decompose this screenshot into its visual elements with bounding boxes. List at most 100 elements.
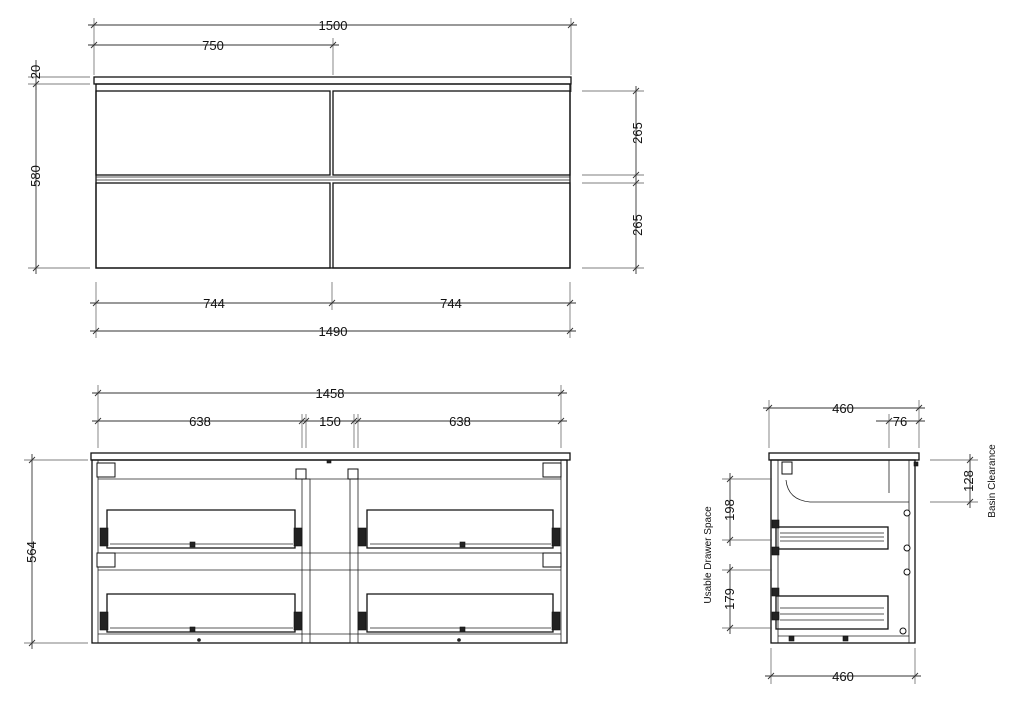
dim-265-lower-label: 265 [630,214,645,236]
interior-countertop [90,452,571,461]
tick [726,475,734,483]
corner-bracket [96,552,116,568]
tick [298,417,306,425]
tick [966,498,974,506]
dim-179-label: 179 [722,588,737,610]
dim-1458-label: 1458 [316,386,345,401]
tick [632,264,640,272]
tick [328,299,336,307]
tick [915,404,923,412]
interior-elevation: 1458 638 150 638 564 [24,385,571,649]
panel-bracket [347,468,359,480]
tick [90,21,98,29]
foot [197,638,201,642]
tick [32,80,40,88]
dim-460-bottom-label: 460 [832,669,854,684]
side-clip [771,546,780,556]
screw [189,626,196,633]
dim-265-upper-label: 265 [630,122,645,144]
tick [92,327,100,335]
tick [726,566,734,574]
tick [632,171,640,179]
tick [329,41,337,49]
tick [28,456,36,464]
tick [354,417,362,425]
drawer-front-top-right [332,90,571,176]
dim-128-label: 128 [961,470,976,492]
usable-drawer-space-label: Usable Drawer Space [703,506,714,604]
runner-clip [357,611,367,631]
corner-bracket [542,462,562,478]
tick [350,417,358,425]
side-drawer-lower [775,595,889,630]
interior-carcass [91,459,568,644]
side-countertop [768,452,920,461]
tick [726,536,734,544]
dim-750-label: 750 [202,38,224,53]
tick [94,417,102,425]
foot [788,635,795,642]
tick [557,417,565,425]
side-clip [771,519,780,529]
runner-clip [293,527,303,547]
dim-564-label: 564 [24,541,39,563]
basin-clearance-label: Basin Clearance [987,444,998,518]
center-clip [326,459,332,464]
front-elevation: 1500 750 20 580 265 265 [28,18,645,339]
side-clip [771,587,780,597]
drawer-front-bottom-right [332,182,571,269]
foot [457,638,461,642]
cam-fitting [899,627,907,635]
side-section: 460 76 128 Basin Clearance Usable Drawer… [703,400,998,684]
drawer-box-lower-right [366,593,554,633]
center-panel-right [349,478,359,644]
countertop [93,76,572,85]
drawer-box-upper-left [106,509,296,549]
cam-fitting [903,544,911,552]
dim-744-left-label: 744 [203,296,225,311]
tick [765,404,773,412]
runner-clip [551,527,561,547]
side-clip [771,611,780,621]
screw [189,541,196,548]
tick [94,389,102,397]
runner-clip [99,527,109,547]
dim-1500-label: 1500 [319,18,348,33]
dim-638-left-label: 638 [189,414,211,429]
tick [966,456,974,464]
tick [90,41,98,49]
tick [767,672,775,680]
cam-fitting [903,568,911,576]
corner-bracket [542,552,562,568]
screw [459,626,466,633]
dim-1490-label: 1490 [319,324,348,339]
dim-198-label: 198 [722,499,737,521]
side-bracket [781,461,793,475]
side-carcass [770,459,916,644]
tick [92,299,100,307]
panel-bracket [295,468,307,480]
dim-744-right-label: 744 [440,296,462,311]
tick [567,21,575,29]
foot [842,635,849,642]
runner-clip [551,611,561,631]
tick [566,299,574,307]
drawer-box-upper-right [366,509,554,549]
dim-76-label: 76 [893,414,907,429]
tick [557,389,565,397]
corner-bracket [96,462,116,478]
tick [885,417,893,425]
tick [28,639,36,647]
tick [911,672,919,680]
center-panel-left [301,478,311,644]
runner-clip [99,611,109,631]
dim-20-label: 20 [28,65,43,79]
tick [566,327,574,335]
tick [302,417,310,425]
dim-580-label: 580 [28,165,43,187]
dim-638-right-label: 638 [449,414,471,429]
drawer-front-bottom-left [95,182,331,269]
drawer-front-top-left [95,90,331,176]
